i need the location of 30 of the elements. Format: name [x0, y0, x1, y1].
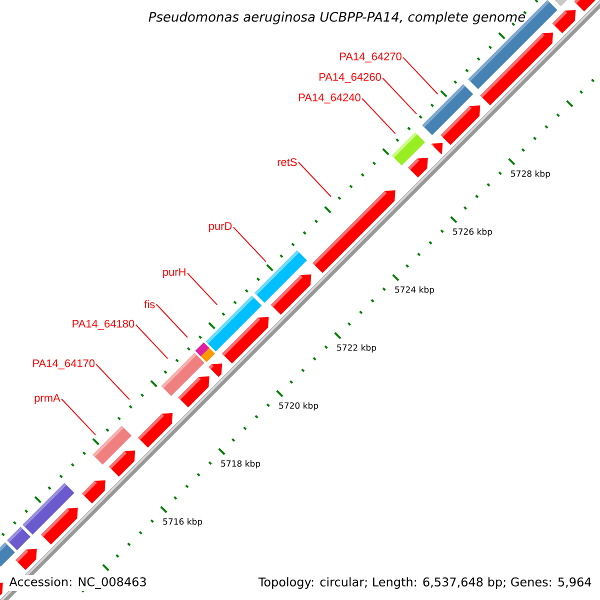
leader-line [362, 98, 396, 134]
map-title: Pseudomonas aeruginosa UCBPP-PA14, complete genome [148, 12, 526, 24]
leader-line [156, 304, 188, 338]
gene-label: purD [209, 222, 232, 232]
tick-label: 5726 kbp [453, 228, 492, 236]
leader-line [232, 226, 266, 262]
gene-label: fis [144, 300, 155, 308]
gene-label: retS [278, 158, 297, 166]
leader-line [96, 364, 130, 400]
leader-line [135, 324, 168, 360]
gene-label: prmA [34, 394, 60, 404]
gene-label: PA14_64170 [33, 359, 95, 370]
gene-label: PA14_64180 [72, 320, 134, 330]
tick-label: 5724 kbp [395, 286, 434, 294]
gene-label: PA14_64260 [320, 73, 381, 83]
gene-label: PA14_64270 [340, 52, 402, 62]
gene-label: PA14_64240 [299, 94, 360, 104]
leader-line [382, 77, 418, 114]
leader-line [186, 272, 218, 306]
genome-info-text: Topology: circular; Length: 6,537,648 bp; Genes: 5,964 [256, 575, 594, 591]
tick-label: 5728 kbp [511, 170, 550, 178]
leader-line [61, 398, 96, 436]
gene-label: purH [163, 268, 186, 278]
tick-label: 5718 kbp [221, 460, 260, 468]
accession-text: Accession: NC_008463 [7, 575, 149, 591]
tick-label: 5722 kbp [337, 344, 376, 352]
leader-line [402, 56, 438, 95]
tick-label: 5720 kbp [279, 402, 318, 410]
tick-label: 5716 kbp [163, 518, 202, 526]
leader-line [298, 162, 332, 198]
